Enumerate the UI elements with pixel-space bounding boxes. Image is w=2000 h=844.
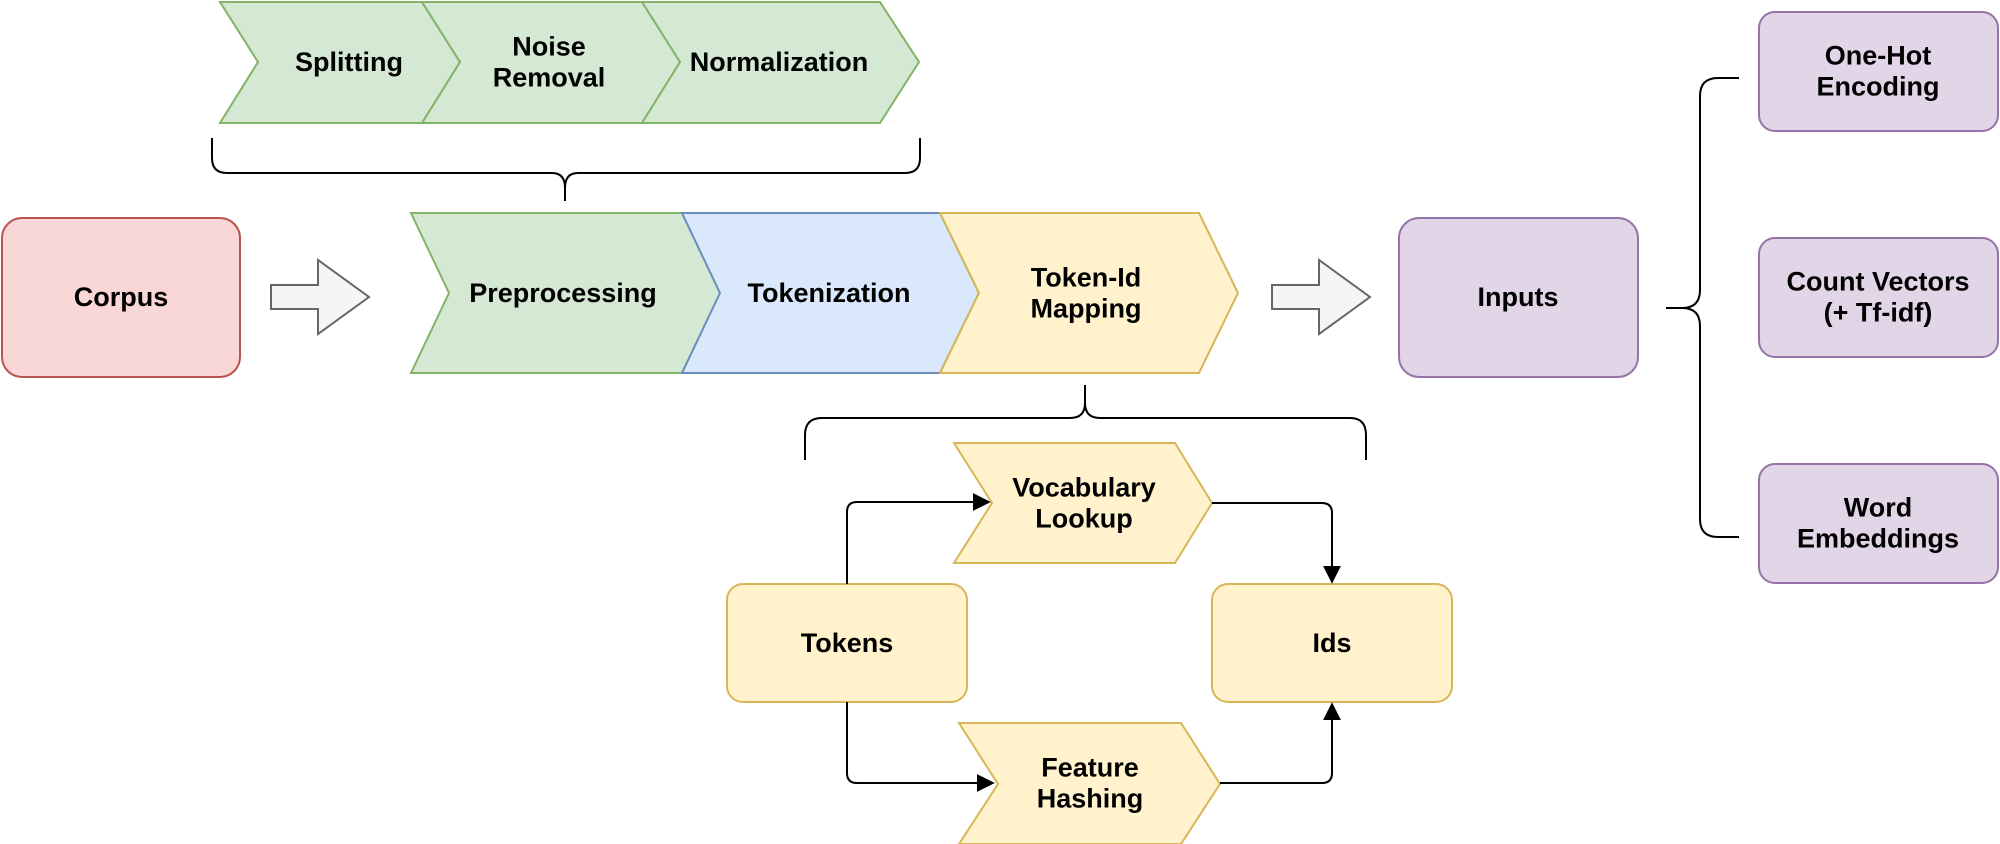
tokens-label: Tokens xyxy=(801,628,894,658)
label-line: Word xyxy=(1844,493,1913,523)
tokenization-label: Tokenization xyxy=(747,278,910,308)
corpus-to-pipeline-arrow xyxy=(270,258,371,336)
token-id-mapping-brace xyxy=(804,385,1367,460)
label-line: One-Hot xyxy=(1825,41,1931,71)
corpus-box xyxy=(1,217,241,378)
feature-hashing-step xyxy=(957,722,1222,844)
label-line: Tokens xyxy=(801,628,894,658)
vocabulary-to-ids-connector xyxy=(1212,502,1341,584)
normalization-step xyxy=(640,1,921,124)
label-line: Encoding xyxy=(1817,72,1940,102)
label-line: Feature xyxy=(1041,753,1139,783)
pipeline-to-inputs-arrow xyxy=(1271,258,1372,336)
one-hot-encoding-box xyxy=(1758,11,1999,132)
label-line: Noise xyxy=(512,32,586,62)
ids-box xyxy=(1211,583,1453,703)
corpus-label: Corpus xyxy=(74,282,169,312)
label-line: Vocabulary xyxy=(1012,473,1156,503)
label-line: Splitting xyxy=(295,47,403,77)
inputs-label: Inputs xyxy=(1478,282,1559,312)
hashing-to-ids-connector xyxy=(1220,702,1341,784)
label-line: Tokenization xyxy=(747,278,910,308)
label-line: Normalization xyxy=(690,47,869,77)
label-line: Removal xyxy=(493,63,606,93)
ids-label: Ids xyxy=(1312,628,1351,658)
token-id-mapping-stage xyxy=(938,212,1240,374)
preprocessing-brace xyxy=(211,138,921,201)
label-line: Embeddings xyxy=(1797,524,1959,554)
label-line: (+ Tf-idf) xyxy=(1824,298,1933,328)
label-line: Lookup xyxy=(1035,504,1132,534)
splitting-label: Splitting xyxy=(295,47,403,77)
tokens-to-hashing-connector xyxy=(846,702,995,792)
input-types-brace xyxy=(1666,77,1739,538)
tokens-to-vocabulary-connector xyxy=(846,493,991,584)
label-line: Preprocessing xyxy=(469,278,657,308)
label-line: Mapping xyxy=(1031,294,1142,324)
normalization-label: Normalization xyxy=(690,47,869,77)
word-embeddings-box xyxy=(1758,463,1999,584)
label-line: Count Vectors xyxy=(1786,267,1969,297)
label-line: Hashing xyxy=(1037,784,1144,814)
vocabulary-lookup-step xyxy=(952,442,1214,564)
count-vectors-label: Count Vectors(+ Tf-idf) xyxy=(1786,267,1969,328)
label-line: Token-Id xyxy=(1031,263,1142,293)
label-line: Ids xyxy=(1312,628,1351,658)
inputs-box xyxy=(1398,217,1639,378)
count-vectors-box xyxy=(1758,237,1999,358)
preprocessing-label: Preprocessing xyxy=(469,278,657,308)
